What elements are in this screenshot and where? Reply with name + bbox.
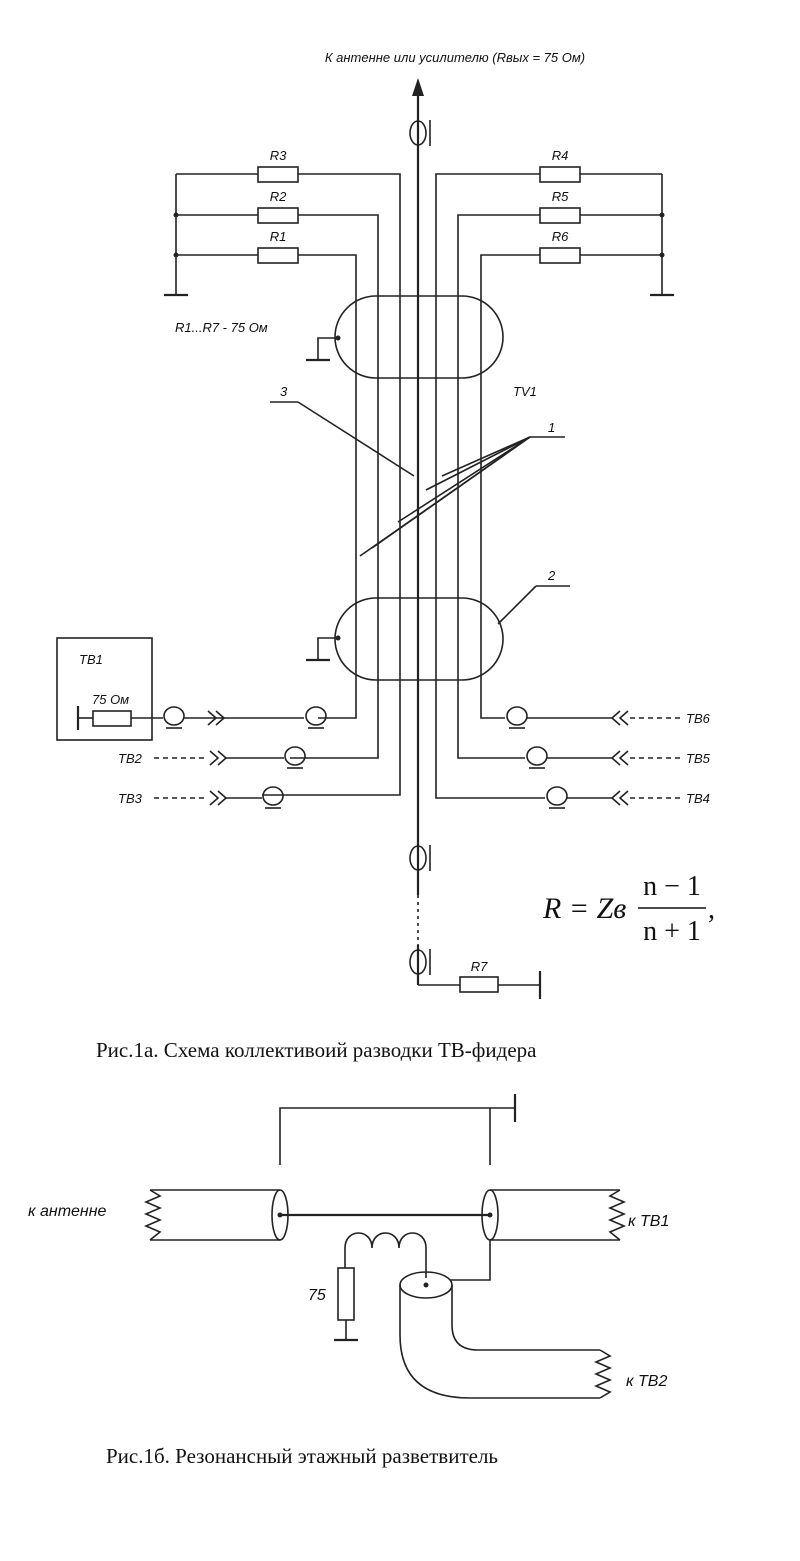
callout-2-label: 2 (547, 568, 556, 583)
tv4-feed-line: ТВ4 (546, 786, 710, 809)
tv1-box-label: ТВ1 (79, 652, 103, 667)
callout-3-label: 3 (280, 384, 288, 399)
resistor-75-label: 75 (308, 1287, 326, 1304)
ferrite-core-lower (306, 597, 504, 681)
to-tv1-label: к ТВ1 (628, 1213, 669, 1230)
tv6-feed-line: ТВ6 (506, 706, 711, 729)
caption-fig1a: Рис.1а. Схема коллективоий разводки ТВ-ф… (96, 1038, 537, 1062)
r4-label: R4 (552, 148, 569, 163)
resistor-r7: R7 (459, 959, 542, 999)
resistor-note: R1...R7 - 75 Ом (175, 320, 268, 335)
formula-numerator: n − 1 (643, 871, 701, 902)
formula-denominator: n + 1 (643, 916, 701, 947)
tv1-resistor-label: 75 Ом (92, 692, 129, 707)
output-cable-tv2: к ТВ2 (399, 1271, 667, 1399)
tv3-label: ТВ3 (118, 791, 143, 806)
tv1-feed-line (163, 706, 327, 729)
r2-label: R2 (270, 189, 287, 204)
tv3-feed-line: ТВ3 (118, 786, 284, 809)
to-antenna-label: к антенне (28, 1203, 107, 1220)
resistor-75: 75 (308, 1267, 358, 1342)
callout-3: 3 (270, 384, 415, 477)
left-resistor-bank: R3 R2 R1 (164, 148, 401, 796)
formula: R = Zв n − 1 n + 1 , (542, 871, 715, 947)
callout-2: 2 (497, 568, 570, 625)
coax-symbol-top (409, 120, 431, 146)
transformer-label: TV1 (513, 384, 537, 399)
r1-label: R1 (270, 229, 287, 244)
callout-1: 1 (359, 420, 565, 557)
formula-lhs: R = Zв (542, 892, 626, 925)
output-cable-tv1: к ТВ1 (481, 1189, 669, 1241)
tv6-label: ТВ6 (686, 711, 711, 726)
r3-label: R3 (270, 148, 287, 163)
tv2-label: ТВ2 (118, 751, 143, 766)
to-tv2-label: к ТВ2 (626, 1373, 667, 1390)
caption-fig1b: Рис.1б. Резонансный этажный разветвитель (106, 1444, 499, 1468)
tv1-box: ТВ1 75 Ом (56, 637, 163, 741)
main-feeder (412, 78, 460, 986)
formula-comma: , (708, 894, 715, 925)
figure-1b: к антенне к ТВ1 75 (28, 1094, 669, 1399)
tv5-feed-line: ТВ5 (526, 746, 711, 769)
r5-label: R5 (552, 189, 569, 204)
coax-symbol-mid (409, 845, 431, 871)
tv5-label: ТВ5 (686, 751, 711, 766)
r7-label: R7 (471, 959, 488, 974)
tv4-label: ТВ4 (686, 791, 710, 806)
figure-1a: К антенне или усилителю (Rвых = 75 Ом) (56, 50, 715, 999)
tv2-feed-line: ТВ2 (118, 746, 306, 769)
input-cable: к антенне (28, 1189, 289, 1241)
coax-symbol-bottom (409, 949, 431, 975)
antenna-label: К антенне или усилителю (Rвых = 75 Ом) (325, 50, 585, 65)
r6-label: R6 (552, 229, 569, 244)
right-resistor-bank: R4 R5 R6 (435, 148, 674, 799)
callout-1-label: 1 (548, 420, 555, 435)
ferrite-core-upper (306, 295, 504, 379)
coil (344, 1232, 427, 1278)
